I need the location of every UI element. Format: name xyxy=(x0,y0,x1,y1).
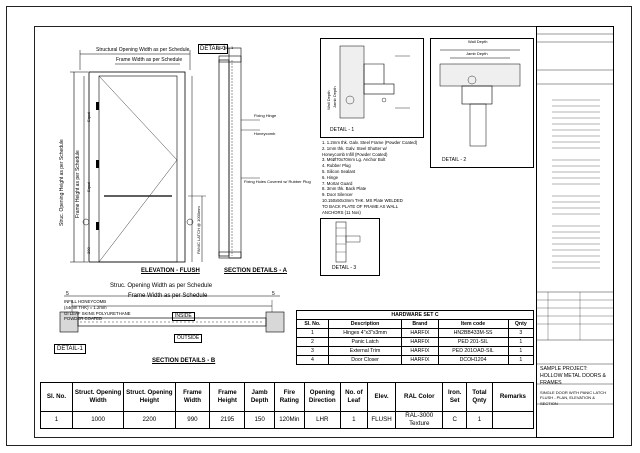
section-a-detail-tag: DETAIL-1 xyxy=(216,45,234,50)
section-b-outside-label: OUTSIDE xyxy=(174,334,203,343)
door-schedule-table: Sl. No. Struct. Opening Width Struct. Op… xyxy=(40,382,535,429)
spec-item: 2. 1mm thk. Galv. Steel Shutter w/ xyxy=(322,145,387,151)
section-a-title: SECTION DETAILS - A xyxy=(224,268,287,274)
hardware-table: HARDWARE SET C Sl. No. Description Brand… xyxy=(296,310,535,365)
specification-list: 1. 1.2mm thk. Galv. Steel Frame (Powder … xyxy=(322,140,432,215)
table-row: 1 1000 2200 990 2195 150 120Min LHR 1 FL… xyxy=(40,411,535,429)
section-a-annotation-plug: Fixing Holes Covered w/ Rubber Plug xyxy=(244,179,311,184)
section-a-annotation-hinge: Fixing Hinge xyxy=(254,113,277,118)
detail-1-frame xyxy=(320,38,424,138)
detail-2-jamb-depth: Jamb Depth xyxy=(466,51,488,56)
spec-item: 6. Hinge xyxy=(322,174,339,180)
spec-item: 9. Door Silencer xyxy=(322,192,353,198)
spec-item: 10.150x50x3mm THK. MS Plate WELDED xyxy=(322,197,403,203)
spec-item: 7. Mortar Guard xyxy=(322,180,353,186)
detail-1-title: DETAIL - 1 xyxy=(330,127,355,133)
section-a-annotation-honeycomb: Honeycomb xyxy=(254,131,276,136)
spec-item: 8. 3mm thk. Back Plate xyxy=(322,186,367,192)
detail-2-frame xyxy=(430,38,534,168)
drawing-title-line-3: SECTION xyxy=(540,400,558,406)
title-block xyxy=(536,26,614,438)
section-b-infill-note: INFILL HONEYCOMB (44mm THK) = 1.2mm GI L… xyxy=(64,299,131,322)
title-block-project: SAMPLE PROJECT: HOLLOW METAL DOORS & FRA… xyxy=(540,366,606,387)
section-b-dim-5: 5 xyxy=(66,291,69,297)
spec-item: 5. Silicon Sealant xyxy=(322,168,356,174)
spec-item: TO BACK PLATE OF FRAME AS WALL xyxy=(322,203,399,209)
elevation-frame-width-label: Frame Width as per Schedule xyxy=(116,57,183,63)
section-b-struc-width-label: Struc. Opening Width as per Schedule xyxy=(110,283,213,289)
spec-item: Honeycomb Infill (Powder Coated) xyxy=(322,151,388,157)
section-b-inside-label: INSIDE xyxy=(172,312,195,321)
spec-item: 1. 1.2mm thk. Galv. Steel Frame (Powder … xyxy=(322,140,418,145)
spec-item: 3. M6Ø70x70mm Lg. Anchor Bolt xyxy=(322,157,386,163)
drawing-title-line-2: FLUSH - PLAN, ELEVATION & xyxy=(540,395,595,401)
project-label: SAMPLE PROJECT: xyxy=(540,366,588,372)
section-b-detail-1-tag: DETAIL-1 xyxy=(54,344,86,354)
title-block-drawing-title: SINGLE DOOR WITH PANIC LATCH FLUSH - PLA… xyxy=(540,390,606,406)
detail-3-title: DETAIL - 3 xyxy=(332,265,357,271)
section-b-dim-5: 5 xyxy=(272,291,275,297)
section-b-frame-width-label: Frame Width as per Schedule xyxy=(128,293,208,299)
spec-item: 4. Rubber Plug xyxy=(322,163,351,169)
project-line-2: FRAMES xyxy=(540,380,562,387)
project-line-1: HOLLOW METAL DOORS & xyxy=(540,373,607,380)
elevation-title: ELEVATION - FLUSH xyxy=(141,268,200,274)
sheet-border-outer xyxy=(6,6,632,446)
drawing-title-line-1: SINGLE DOOR WITH PANIC LATCH xyxy=(540,390,607,395)
detail-2-title: DETAIL - 2 xyxy=(442,157,467,163)
section-b-title: SECTION DETAILS - B xyxy=(152,358,216,364)
spec-item: ANCHORS (11 Nos) xyxy=(322,209,361,215)
detail-3-frame xyxy=(320,218,380,276)
schedule-header-row: Sl. No. Struct. Opening Width Struct. Op… xyxy=(40,382,535,412)
elevation-struc-width-label: Structural Opening Width as per Schedule xyxy=(96,47,190,53)
detail-2-wall-depth: Wall Depth xyxy=(468,39,488,44)
elevation-detail-1-tag: DETAIL-1 xyxy=(198,44,228,54)
